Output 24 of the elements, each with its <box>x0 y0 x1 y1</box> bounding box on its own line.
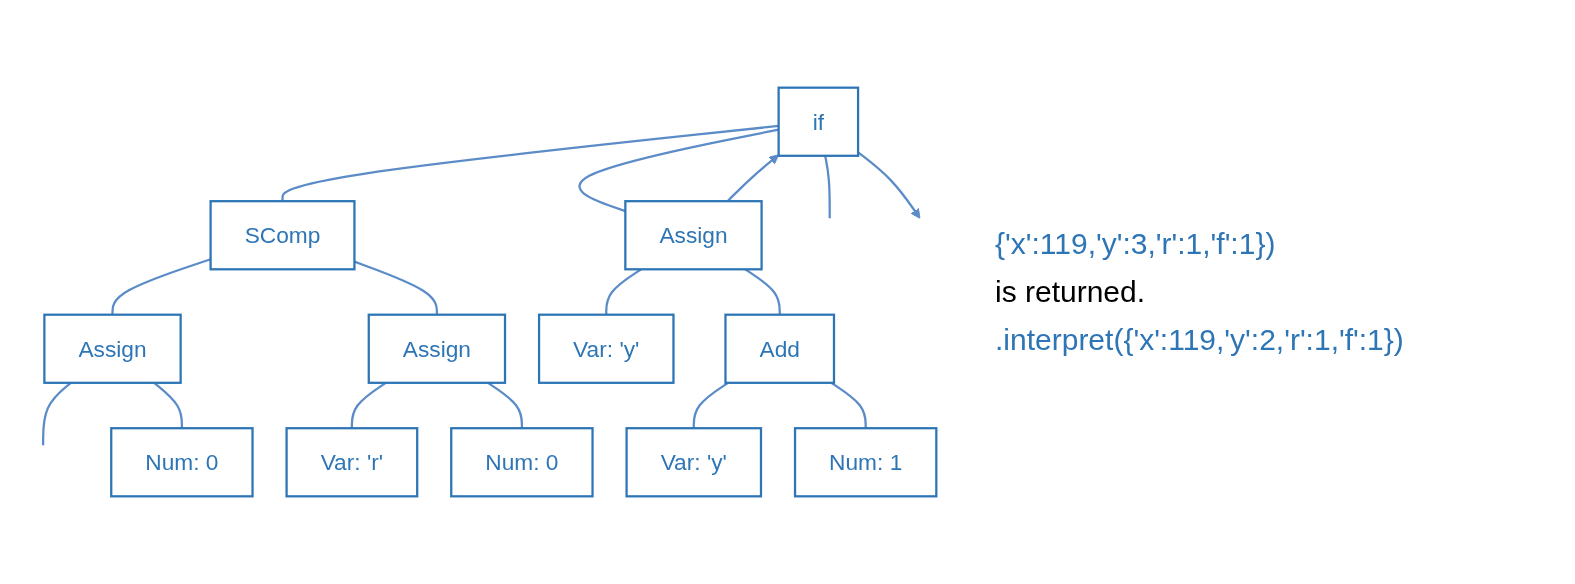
arrow <box>726 154 780 202</box>
connector-line <box>281 124 779 202</box>
node-box: Num: 0 <box>450 427 594 498</box>
code-text: is returned. <box>995 275 1147 309</box>
node-box: Var: 'y' <box>537 313 675 384</box>
node-box: Assign <box>624 200 763 271</box>
code-text: {'x':119,'y':3,'r':1,'f':1}) <box>995 227 1277 261</box>
connector-line <box>111 258 211 315</box>
node-box: Num: 1 <box>793 427 938 498</box>
connector-line <box>830 381 867 429</box>
code-text: .interpret({'x':119,'y':2,'r':1,'f':1}) <box>995 323 1405 357</box>
node-box: Add <box>724 313 836 384</box>
node-box: SComp <box>209 200 356 271</box>
connector-line <box>692 381 729 429</box>
node-box: Assign <box>367 313 507 384</box>
node-box: Assign <box>43 313 182 384</box>
connector-line <box>578 128 779 213</box>
node-box: Num: 0 <box>110 427 254 498</box>
arrow <box>857 151 921 219</box>
node-box: if <box>777 86 860 157</box>
node-box: Var: 'y' <box>625 427 763 498</box>
node-box: Var: 'r' <box>285 427 419 498</box>
connector-line <box>354 260 439 315</box>
connector-line <box>824 155 831 219</box>
